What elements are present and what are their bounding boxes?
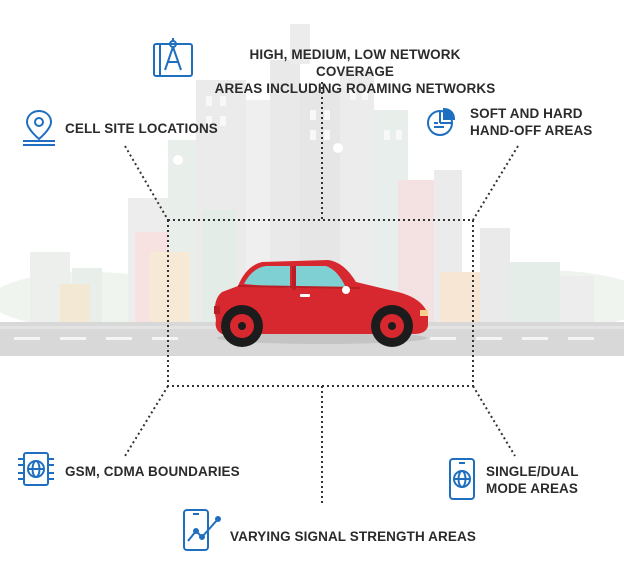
cell-sites-label: CELL SITE LOCATIONS	[65, 121, 218, 136]
dotted-connectors	[124, 82, 519, 505]
drafting-blueprint-icon	[153, 38, 193, 77]
map-pin-icon	[23, 109, 55, 146]
mode-areas-label: SINGLE/DUAL MODE AREAS	[486, 463, 579, 497]
globe-circuit-icon	[18, 452, 54, 486]
handoff-label-line2: HAND-OFF AREAS	[470, 123, 593, 138]
smartphone-line-graph-icon	[183, 509, 221, 551]
smartphone-globe-icon	[449, 458, 475, 500]
city-skyline	[0, 24, 624, 330]
gsm-cdma-label: GSM, CDMA BOUNDARIES	[65, 464, 240, 479]
coverage-label-line1: HIGH, MEDIUM, LOW NETWORK COVERAGE	[249, 47, 461, 79]
mode-label-line2: MODE AREAS	[486, 481, 579, 496]
red-car	[214, 260, 428, 347]
handoff-label-line1: SOFT AND HARD	[470, 106, 583, 121]
signal-strength-label: VARYING SIGNAL STRENGTH AREAS	[230, 529, 476, 544]
pie-chart-document-icon	[427, 107, 456, 136]
coverage-label-line2: AREAS INCLUDING ROAMING NETWORKS	[214, 81, 496, 96]
coverage-label: HIGH, MEDIUM, LOW NETWORK COVERAGE AREAS…	[210, 46, 500, 97]
mode-label-line1: SINGLE/DUAL	[486, 464, 579, 479]
handoff-label: SOFT AND HARD HAND-OFF AREAS	[470, 105, 592, 139]
